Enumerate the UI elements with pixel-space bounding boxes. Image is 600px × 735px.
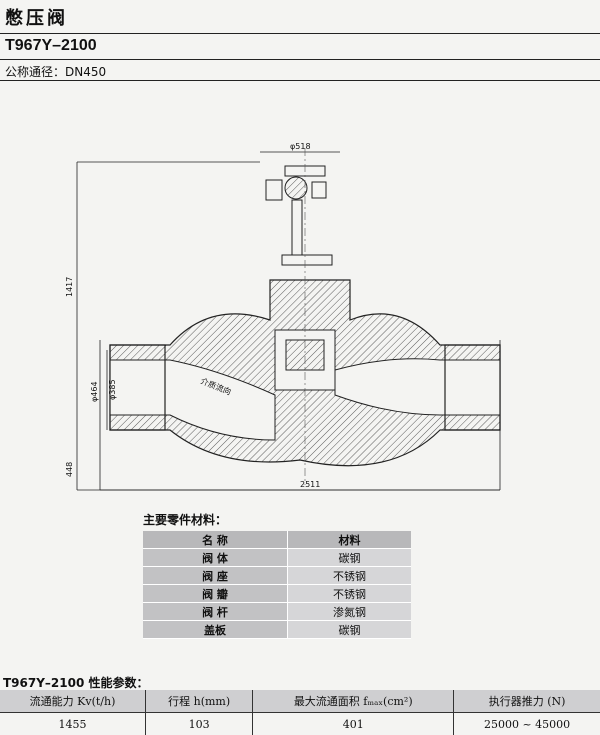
max-flow-area-value: 401: [253, 713, 454, 735]
dim-top: φ518: [290, 142, 311, 151]
actuator-thrust-value: 25000 ~ 45000: [454, 713, 600, 735]
part-name: 阀 瓣: [143, 585, 288, 603]
table-header-row: 流通能力 Kv(t/h) 行程 h(mm) 最大流通面积 fₘₐₓ(cm²) 执…: [0, 690, 600, 713]
dim-bore-inner: φ385: [108, 379, 117, 400]
table-row: 阀 体 碳钢: [143, 549, 411, 567]
part-name: 阀 座: [143, 567, 288, 585]
part-material: 不锈钢: [288, 585, 412, 603]
part-name: 阀 杆: [143, 603, 288, 621]
table-row: 1455 103 401 25000 ~ 45000: [0, 713, 600, 735]
divider: [0, 80, 600, 81]
table-header-row: 名 称 材料: [143, 531, 411, 549]
stroke-value: 103: [146, 713, 253, 735]
dim-height: 1417: [65, 277, 74, 297]
page-title: 憋压阀: [5, 4, 68, 30]
column-header: 执行器推力 (N): [454, 690, 600, 713]
part-material: 碳钢: [288, 549, 412, 567]
part-material: 碳钢: [288, 621, 412, 639]
model-number: T967Y–2100: [5, 37, 97, 55]
valve-drawing: φ518 1417 φ464 φ385 448 2511 介质流向: [60, 140, 540, 500]
part-material: 不锈钢: [288, 567, 412, 585]
column-header: 行程 h(mm): [146, 690, 253, 713]
table-row: 阀 瓣 不锈钢: [143, 585, 411, 603]
nominal-diameter: 公称通径：DN450: [5, 63, 106, 80]
column-header: 流通能力 Kv(t/h): [0, 690, 146, 713]
materials-table: 名 称 材料 阀 体 碳钢 阀 座 不锈钢 阀 瓣 不锈钢 阀 杆 渗氮钢 盖板…: [143, 531, 411, 639]
dim-lower: 448: [65, 462, 74, 477]
part-name: 阀 体: [143, 549, 288, 567]
table-row: 阀 座 不锈钢: [143, 567, 411, 585]
column-header: 最大流通面积 fₘₐₓ(cm²): [253, 690, 454, 713]
performance-table: 流通能力 Kv(t/h) 行程 h(mm) 最大流通面积 fₘₐₓ(cm²) 执…: [0, 690, 600, 735]
dim-length: 2511: [300, 480, 320, 489]
part-name: 盖板: [143, 621, 288, 639]
column-header: 材料: [288, 531, 412, 549]
performance-title: T967Y–2100 性能参数：: [3, 674, 149, 691]
table-row: 阀 杆 渗氮钢: [143, 603, 411, 621]
divider: [0, 59, 600, 60]
column-header: 名 称: [143, 531, 288, 549]
materials-title: 主要零件材料：: [143, 511, 227, 528]
divider: [0, 33, 600, 34]
part-material: 渗氮钢: [288, 603, 412, 621]
table-row: 盖板 碳钢: [143, 621, 411, 639]
dim-bore-outer: φ464: [90, 381, 99, 402]
flow-capacity-value: 1455: [0, 713, 146, 735]
